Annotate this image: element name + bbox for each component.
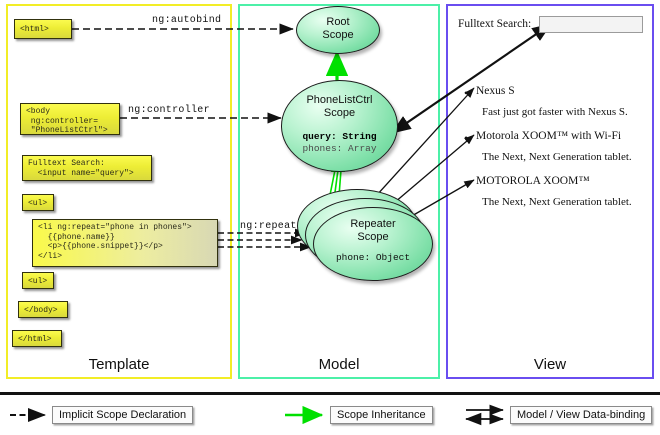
view-rendered-output: Fulltext Search: • Nexus S Fast just got… [452, 10, 648, 250]
connector-data-binding-query [391, 23, 552, 134]
code-box-body-close-tag[interactable]: </body> [18, 301, 68, 318]
view-search-row: Fulltext Search: [458, 16, 644, 33]
legend-label-model-view-data-binding: Model / View Data-binding [510, 406, 653, 424]
fulltext-search-input[interactable] [539, 16, 644, 33]
ng-repeat-label: ng:repeat [240, 221, 297, 232]
view-item-name: MOTOROLA XOOM™ [476, 175, 590, 187]
view-item-name: Nexus S [476, 85, 515, 97]
view-search-label: Fulltext Search: [458, 18, 532, 31]
code-box-html-close-tag[interactable]: </html> [12, 330, 62, 347]
legend-arrow-databinding [465, 404, 504, 426]
code-box-li-repeat-markup[interactable]: <li ng:repeat="phone in phones"> {{phone… [32, 219, 218, 267]
code-box-fulltext-search-markup[interactable]: Fulltext Search: <input name="query"> [22, 155, 152, 181]
code-box-html-open-tag[interactable]: <html> [14, 19, 72, 39]
legend-label-scope-inheritance: Scope Inheritance [330, 406, 433, 424]
list-bullet-icon: • [464, 86, 469, 100]
list-bullet-icon: • [464, 131, 469, 145]
ng-autobind-label: ng:autobind [152, 15, 222, 26]
connector-ng-repeat [218, 228, 312, 252]
list-bullet-icon: • [464, 176, 469, 190]
panel-view-label: View [533, 356, 567, 373]
scope-prop-phone: phone: Object [335, 252, 411, 263]
scope-phonelistctrl-props: query: String phones: Array [282, 131, 397, 155]
view-item-snippet: The Next, Next Generation tablet. [482, 196, 632, 208]
ng-controller-label: ng:controller [128, 105, 210, 116]
view-item-snippet: Fast just got faster with Nexus S. [482, 106, 628, 118]
view-item-snippet: The Next, Next Generation tablet. [482, 151, 632, 163]
code-box-ul-open-tag[interactable]: <ul> [22, 194, 54, 211]
code-box-ul-close-tag[interactable]: <ul> [22, 272, 54, 289]
panel-template-label: Template [88, 356, 150, 373]
panel-model-label: Model [318, 356, 360, 373]
scope-prop-phones: phones: Array [302, 143, 377, 154]
legend-label-implicit-scope-declaration: Implicit Scope Declaration [52, 406, 194, 424]
scope-prop-query: query: String [302, 131, 377, 142]
legend-divider [0, 392, 660, 395]
code-box-body-controller-tag[interactable]: <body ng:controller= "PhoneListCtrl"> [20, 103, 120, 135]
view-item-name: Motorola XOOM™ with Wi-Fi [476, 130, 622, 142]
